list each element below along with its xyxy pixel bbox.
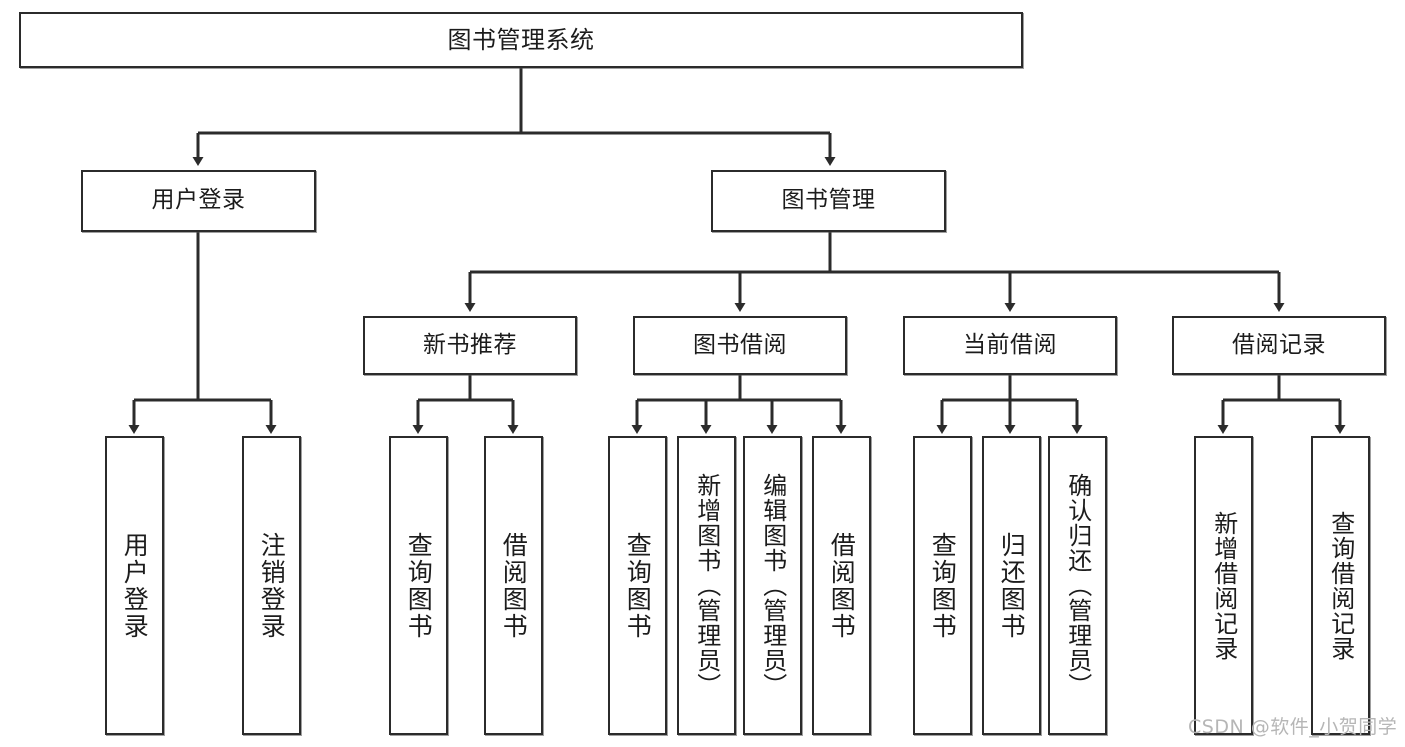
node-book-management[interactable]: 图书管理 — [711, 170, 946, 232]
node-label: 用户登录 — [120, 531, 150, 640]
node-label: 新增借阅记录 — [1209, 510, 1238, 661]
node-label: 注销登录 — [257, 531, 287, 640]
leaf-borrow-add-book-admin[interactable]: 新增图书（管理员） — [677, 436, 736, 735]
node-label: 查询借阅记录 — [1326, 510, 1355, 661]
leaf-new-book-borrow[interactable]: 借阅图书 — [484, 436, 543, 735]
leaf-record-query-record[interactable]: 查询借阅记录 — [1311, 436, 1370, 735]
leaf-borrow-edit-book-admin[interactable]: 编辑图书（管理员） — [743, 436, 802, 735]
leaf-current-query-book[interactable]: 查询图书 — [913, 436, 972, 735]
leaf-current-return-book[interactable]: 归还图书 — [982, 436, 1041, 735]
node-label: 借阅记录 — [1232, 331, 1326, 358]
node-user-login[interactable]: 用户登录 — [81, 170, 316, 232]
node-book-borrow[interactable]: 图书借阅 — [633, 316, 847, 375]
node-label: 查询图书 — [928, 531, 958, 640]
node-current-borrow[interactable]: 当前借阅 — [903, 316, 1117, 375]
node-label: 当前借阅 — [963, 331, 1057, 358]
node-label: 用户登录 — [151, 187, 246, 214]
leaf-new-book-query[interactable]: 查询图书 — [389, 436, 448, 735]
node-label: 查询图书 — [404, 531, 434, 640]
node-label: 编辑图书（管理员） — [758, 473, 787, 698]
node-borrow-record[interactable]: 借阅记录 — [1172, 316, 1386, 375]
node-label: 确认归还（管理员） — [1063, 473, 1092, 698]
node-label: 新书推荐 — [423, 331, 517, 358]
node-label: 借阅图书 — [827, 531, 857, 640]
node-book-management-system[interactable]: 图书管理系统 — [19, 12, 1023, 68]
leaf-current-confirm-return-admin[interactable]: 确认归还（管理员） — [1048, 436, 1107, 735]
csdn-watermark: CSDN @软件_小贺同学 — [1188, 716, 1398, 738]
leaf-borrow-query-book[interactable]: 查询图书 — [608, 436, 667, 735]
node-label: 图书管理系统 — [447, 25, 595, 54]
node-label: 图书管理 — [781, 187, 876, 214]
node-new-book-recommend[interactable]: 新书推荐 — [363, 316, 577, 375]
node-label: 借阅图书 — [499, 531, 529, 640]
leaf-user-login-login[interactable]: 用户登录 — [105, 436, 164, 735]
leaf-record-add-record[interactable]: 新增借阅记录 — [1194, 436, 1253, 735]
node-label: 新增图书（管理员） — [692, 473, 721, 698]
node-label: 归还图书 — [997, 531, 1027, 640]
leaf-user-login-logout[interactable]: 注销登录 — [242, 436, 301, 735]
node-label: 图书借阅 — [693, 331, 787, 358]
leaf-borrow-borrow-book[interactable]: 借阅图书 — [812, 436, 871, 735]
node-label: 查询图书 — [623, 531, 653, 640]
